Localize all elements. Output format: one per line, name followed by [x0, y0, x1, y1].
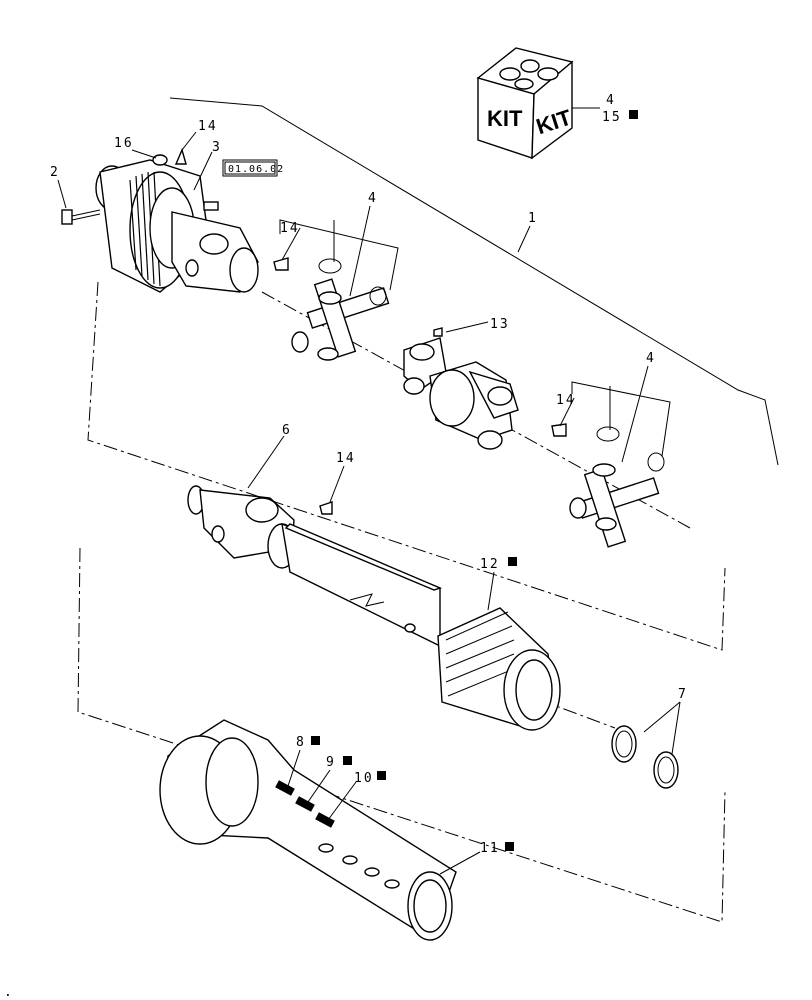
label-3: 3 — [212, 140, 222, 155]
grease-fitting-14-left — [273, 257, 289, 271]
label-4-kit: 4 — [606, 93, 616, 108]
snap-ring-left-b — [369, 286, 387, 306]
label-4-left: 4 — [368, 191, 378, 206]
grease-fitting-13 — [433, 327, 443, 337]
outer-guard-12 — [437, 607, 561, 731]
label-13: 13 — [490, 317, 510, 332]
marker-square-9 — [343, 756, 352, 765]
snap-ring-right-b — [647, 452, 665, 472]
bolt-2 — [61, 209, 101, 225]
grease-fitting-14-top — [174, 147, 187, 165]
inner-shaft-6 — [187, 485, 442, 648]
marker-square-10 — [377, 771, 386, 780]
label-14-left: 14 — [280, 221, 300, 236]
kit-label-front: KIT — [487, 106, 523, 131]
clutch-assembly — [95, 159, 259, 293]
label-12: 12 — [480, 557, 500, 572]
grease-fitting-14-right — [551, 423, 567, 437]
dashed-group-lower — [77, 547, 726, 923]
marker-square-12 — [508, 557, 517, 566]
label-2: 2 — [50, 165, 60, 180]
universal-cross-right — [569, 463, 660, 548]
snap-ring-right-a — [596, 426, 620, 442]
label-16: 16 — [114, 136, 134, 151]
marker-square-8 — [311, 736, 320, 745]
reference-box-text: 01.06.02 — [228, 164, 284, 175]
nut-16 — [152, 154, 168, 166]
snap-ring-left-a — [318, 258, 342, 274]
assembly-boundary-line — [169, 97, 779, 466]
reference-box-frame — [222, 159, 278, 177]
kit-marker-square — [629, 110, 638, 119]
footnote-mark: . — [4, 985, 14, 1000]
label-7: 7 — [678, 687, 688, 702]
label-14-top: 14 — [198, 119, 218, 134]
kit-box: KIT KIT — [476, 47, 575, 160]
label-9: 9 — [326, 755, 336, 770]
label-6: 6 — [282, 423, 292, 438]
marker-square-11 — [505, 842, 514, 851]
label-14-shaft: 14 — [336, 451, 356, 466]
center-double-yoke — [403, 337, 519, 450]
universal-cross-left — [291, 278, 390, 361]
label-8: 8 — [296, 735, 306, 750]
label-11: 11 — [480, 841, 500, 856]
label-10: 10 — [354, 771, 374, 786]
label-4-right: 4 — [646, 351, 656, 366]
label-1: 1 — [528, 211, 538, 226]
shield-tube-11 — [159, 719, 457, 942]
dashed-group-upper — [87, 281, 726, 651]
label-14-right: 14 — [556, 393, 576, 408]
label-15: 15 — [602, 110, 622, 125]
grease-fitting-14-shaft — [319, 501, 333, 515]
